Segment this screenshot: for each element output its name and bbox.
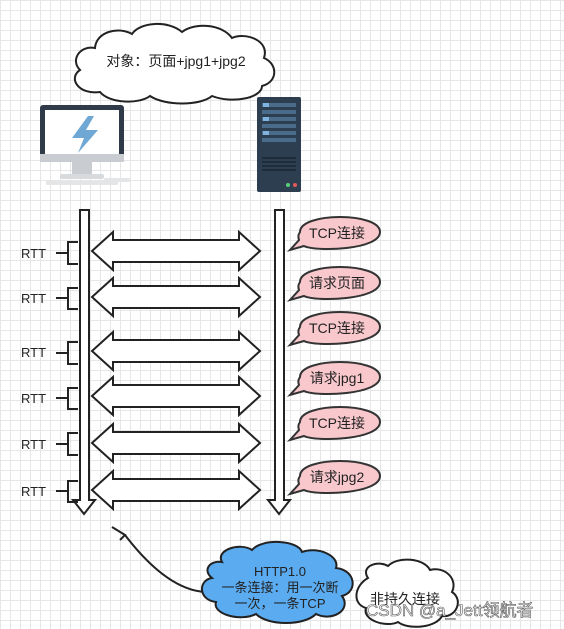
object-cloud: 对象：页面+jpg1+jpg2 [73, 23, 276, 105]
persist-cloud: 非持久连接 [355, 558, 459, 628]
rtt-group-6: RTT [21, 480, 78, 503]
bubble-request-page: 请求页面 [286, 266, 382, 302]
http-cloud-line2: 一条连接：用一次断 [221, 580, 338, 595]
http-cloud-line3: 一次，一条TCP [234, 596, 325, 611]
rtt-label: RTT [21, 246, 46, 261]
rtt-group-1: RTT [21, 241, 78, 265]
rtt-label: RTT [21, 437, 46, 452]
bubble-text: TCP连接 [309, 320, 365, 336]
exchange-arrow-3 [90, 329, 262, 373]
http-cloud: HTTP1.0 一条连接：用一次断 一次，一条TCP [201, 540, 354, 624]
computer-monitor-icon [40, 105, 130, 185]
bubble-text: TCP连接 [309, 415, 365, 431]
exchange-arrow-6 [90, 468, 262, 512]
bubble-text: 请求jpg1 [310, 370, 365, 386]
rtt-group-4: RTT [21, 387, 78, 410]
rtt-group-3: RTT [21, 341, 78, 365]
exchange-arrow-1 [90, 229, 262, 273]
http-cloud-line1: HTTP1.0 [254, 564, 306, 579]
bubble-tcp-connect-3: TCP连接 [286, 406, 382, 442]
bubble-text: 请求页面 [309, 275, 365, 291]
rtt-label: RTT [21, 391, 46, 406]
client-timeline-arrow [70, 209, 98, 516]
exchange-arrow-5 [90, 421, 262, 465]
rtt-label: RTT [21, 345, 46, 360]
csdn-watermark: CSDN @a_Jett领航者 [366, 601, 533, 620]
rtt-label: RTT [21, 291, 46, 306]
server-tower-icon [257, 97, 301, 192]
rtt-label: RTT [21, 484, 46, 499]
rtt-group-5: RTT [21, 432, 78, 456]
pointer-curve [111, 526, 206, 593]
bubble-tcp-connect-2: TCP连接 [286, 311, 382, 347]
persist-cloud-text: 非持久连接 [370, 591, 440, 607]
exchange-arrow-4 [90, 374, 262, 418]
bubble-request-jpg2: 请求jpg2 [286, 460, 382, 496]
rtt-group-2: RTT [21, 287, 78, 310]
exchange-arrow-2 [90, 275, 262, 319]
object-cloud-text: 对象：页面+jpg1+jpg2 [106, 53, 246, 69]
bubble-request-jpg1: 请求jpg1 [286, 361, 382, 397]
server-timeline-arrow [265, 209, 293, 516]
bubble-text: 请求jpg2 [310, 469, 365, 485]
bubble-tcp-connect-1: TCP连接 [286, 216, 382, 252]
bubble-text: TCP连接 [309, 225, 365, 241]
